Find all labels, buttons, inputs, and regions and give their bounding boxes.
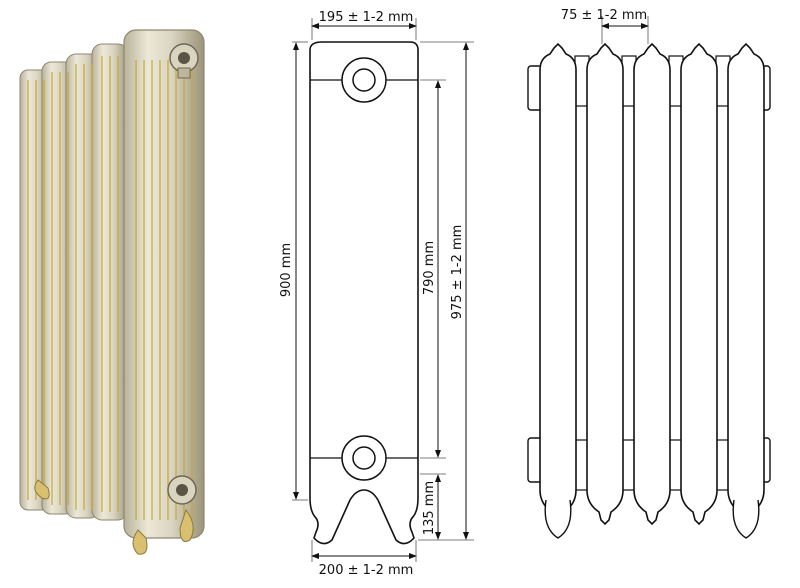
side-view-drawing: 75 ± 1-2 mm [527,8,771,539]
front-outline [309,41,419,545]
side-sections [539,42,765,539]
side-section-4 [680,42,718,526]
side-section-5 [727,42,765,526]
label-width-top: 195 ± 1-2 mm [319,10,414,25]
front-bottom-port [310,435,418,481]
dim-section-pitch: 75 ± 1-2 mm [561,8,649,44]
label-height-total: 975 ± 1-2 mm [450,225,465,320]
dim-height-legs: 135 mm [420,473,446,540]
side-foot-2 [732,499,760,539]
front-view-drawing: 195 ± 1-2 mm 200 ± 1-2 mm 900 mm 790 mm [279,10,474,578]
photo-top-plug [169,43,199,79]
side-section-3 [633,42,671,526]
photo-ribs [27,56,193,520]
side-foot-1 [544,499,572,539]
dim-height-body: 900 mm [279,41,308,501]
label-section-pitch: 75 ± 1-2 mm [561,8,647,23]
label-height-body: 900 mm [279,243,294,297]
label-height-legs: 135 mm [422,481,437,535]
photo-bottom-plug [167,475,197,505]
dim-bottom-width: 200 ± 1-2 mm [311,540,417,578]
photo-feet [34,479,194,555]
dim-top-width: 195 ± 1-2 mm [311,10,417,40]
side-section-2 [586,42,624,526]
dim-height-total: 975 ± 1-2 mm [418,41,474,541]
label-width-bottom: 200 ± 1-2 mm [319,563,414,578]
label-height-axis: 790 mm [422,241,437,295]
dim-height-axis: 790 mm [420,79,446,459]
side-section-1 [539,42,577,526]
front-top-port [310,57,418,103]
side-connectors [574,55,731,491]
radiator-photo [19,29,205,555]
